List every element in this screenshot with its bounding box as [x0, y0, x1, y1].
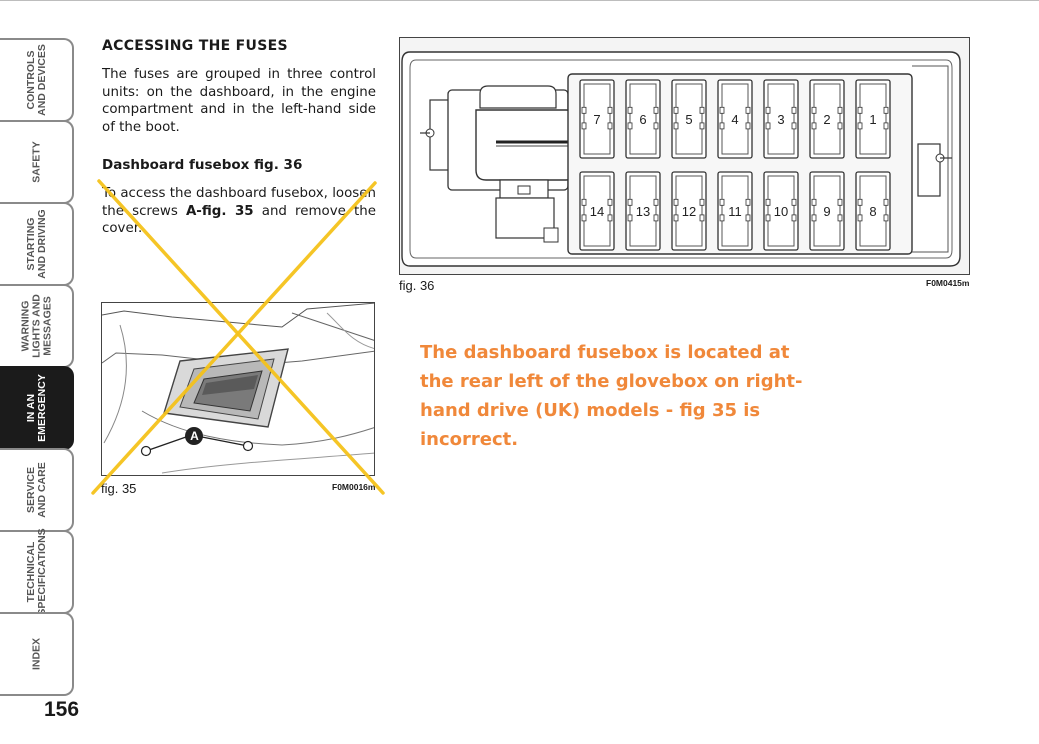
fig36-caption: fig. 36: [399, 278, 435, 293]
figure-reference: A-fig. 35: [185, 203, 254, 219]
section-heading: ACCESSING THE FUSES: [102, 38, 288, 54]
fuse-slot-5: 5: [671, 79, 707, 159]
page-number: 156: [44, 698, 80, 721]
callout-marker: A: [190, 429, 199, 443]
top-rule: [0, 0, 1039, 1]
fuse-number: 2: [823, 112, 830, 127]
callout-circle: [185, 427, 203, 445]
fuse-slot-7: 7: [579, 79, 615, 159]
fuse-number: 6: [639, 112, 646, 127]
screw-line-right: [201, 436, 249, 447]
tab-index[interactable]: INDEX: [0, 612, 74, 696]
fig36-code: F0M0415m: [926, 278, 970, 288]
subheading: Dashboard fusebox fig. 36: [102, 157, 303, 173]
fuse-slot-10: 10: [763, 171, 799, 251]
fig35-caption: fig. 35: [101, 481, 137, 496]
fuse-slot-13: 13: [625, 171, 661, 251]
fig36-fusebox: 7 6 5 4 3 2 1 14 13 12 11 10 9 8: [399, 37, 970, 275]
fuse-slot-9: 9: [809, 171, 845, 251]
fuse-number: 5: [685, 112, 692, 127]
correction-note: The dashboard fusebox is located at the …: [420, 342, 803, 450]
tab-label: SAFETY: [30, 141, 43, 183]
fusebox-drawing: 7 6 5 4 3 2 1 14 13 12 11 10 9 8: [401, 51, 961, 267]
screw-line-left: [145, 436, 187, 452]
fuse-slot-12: 12: [671, 171, 707, 251]
fuse-slot-3: 3: [763, 79, 799, 159]
instruction-paragraph: To access the dashboard fusebox, loosen …: [102, 186, 376, 236]
tab-safety[interactable]: SAFETY: [0, 120, 74, 204]
fuse-number: 7: [593, 112, 600, 127]
fuse-slot-6: 6: [625, 79, 661, 159]
fuse-number: 1: [869, 112, 876, 127]
fuse-number: 13: [636, 204, 650, 219]
incorrect-cross-mark: [91, 179, 385, 495]
fuse-number: 11: [728, 204, 742, 219]
fuse-row-top: 7 6 5 4 3 2 1: [579, 79, 891, 159]
screw-a-left: [140, 445, 152, 457]
fuse-number: 10: [774, 204, 788, 219]
fuse-slot-2: 2: [809, 79, 845, 159]
fig35-code: F0M0016m: [332, 482, 376, 492]
fuse-slot-1: 1: [855, 79, 891, 159]
fuse-slot-14: 14: [579, 171, 615, 251]
fuse-slot-8: 8: [855, 171, 891, 251]
fuse-number: 3: [777, 112, 784, 127]
fuse-slot-11: 11: [717, 171, 753, 251]
fuse-number: 9: [823, 204, 830, 219]
fuse-slot-4: 4: [717, 79, 753, 159]
fuse-row-bottom: 14 13 12 11 10 9 8: [579, 171, 891, 251]
fuse-number: 8: [869, 204, 876, 219]
fuse-number: 14: [590, 204, 604, 219]
intro-paragraph: The fuses are grouped in three control u…: [102, 67, 376, 135]
fuse-number: 4: [731, 112, 738, 127]
fuse-number: 12: [682, 204, 696, 219]
tab-label: INDEX: [30, 637, 43, 671]
screw-a-right: [242, 440, 254, 452]
